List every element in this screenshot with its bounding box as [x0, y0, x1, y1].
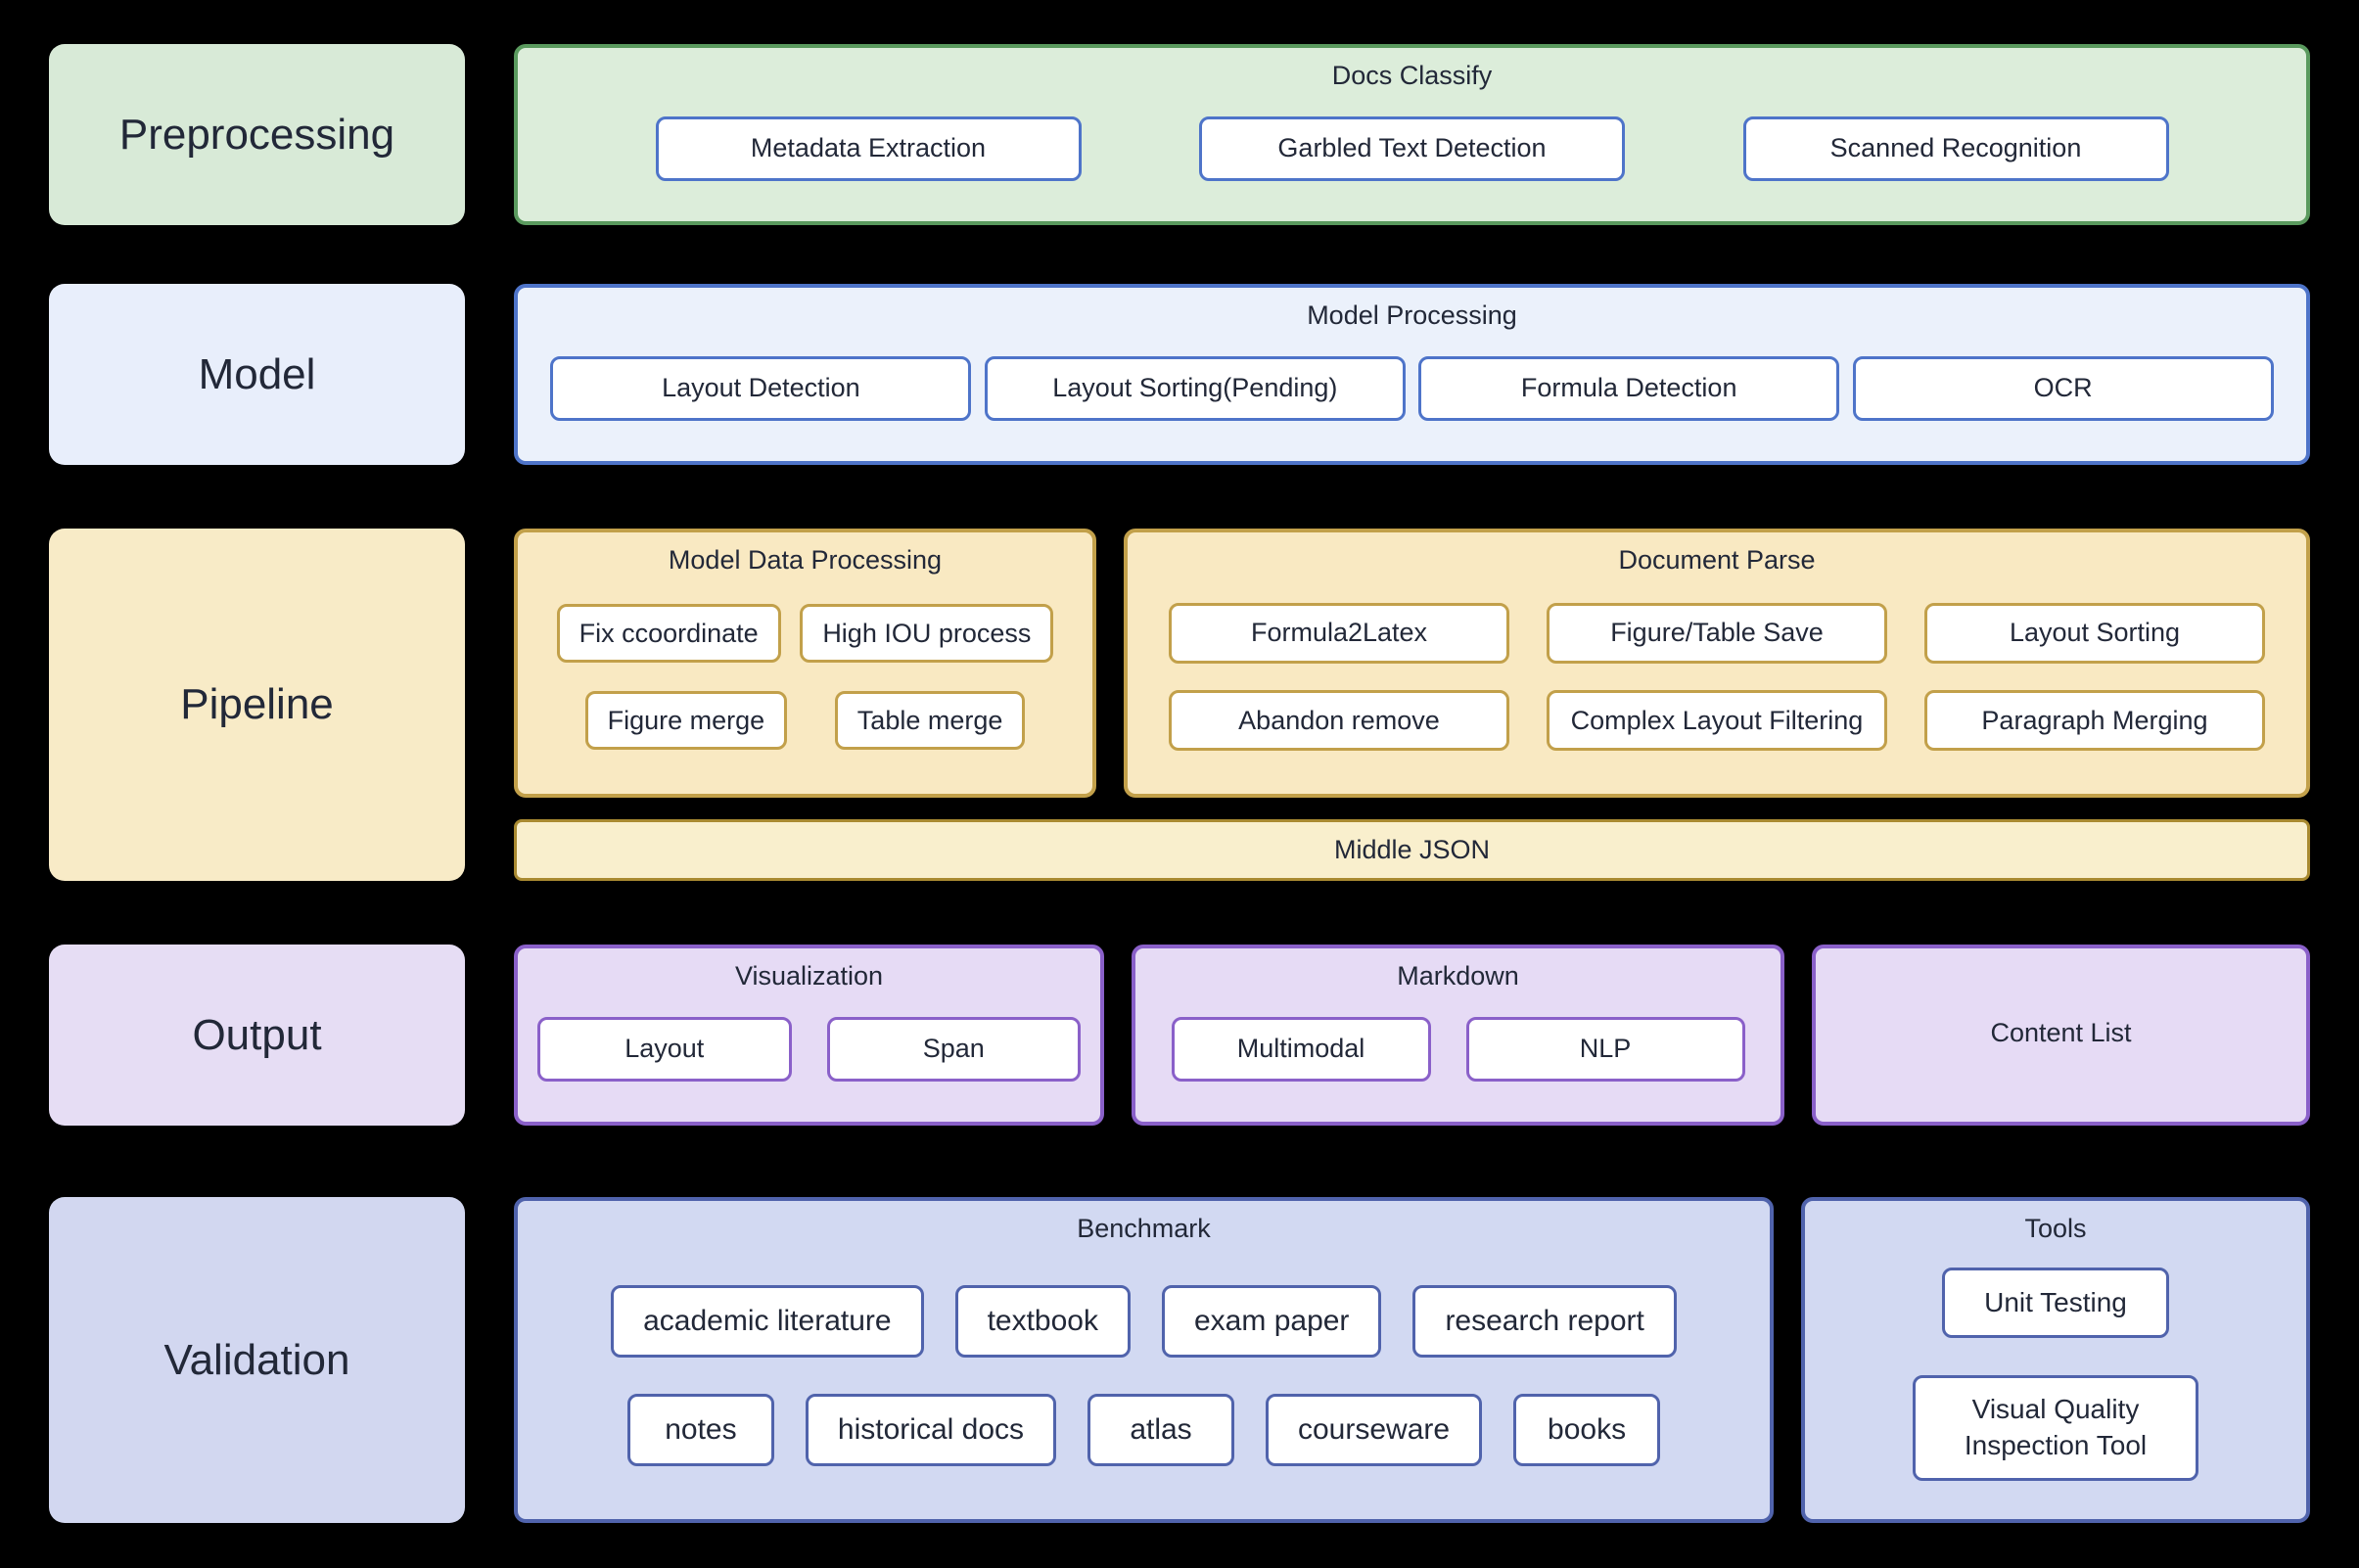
row-pipeline: Pipeline Model Data Processing Fix ccoor… — [49, 529, 2310, 881]
content-list-title: Content List — [1990, 1018, 2132, 1048]
row-label-pipeline: Pipeline — [49, 529, 465, 881]
row-preprocessing: Preprocessing Docs Classify Metadata Ext… — [49, 44, 2310, 225]
middle-json-bar: Middle JSON — [514, 819, 2310, 881]
node-high-iou-process: High IOU process — [800, 604, 1054, 664]
node-formula-detection: Formula Detection — [1418, 355, 1840, 421]
row-label-model: Model — [49, 284, 465, 465]
node-unit-testing: Unit Testing — [1942, 1267, 2169, 1338]
tools-title: Tools — [2024, 1214, 2087, 1243]
docs-classify-title: Docs Classify — [1331, 61, 1493, 90]
panel-model-processing: Model Processing Layout Detection Layout… — [514, 284, 2310, 465]
panel-markdown: Markdown Multimodal NLP — [1132, 945, 1784, 1126]
node-layout-sorting-pending: Layout Sorting(Pending) — [984, 355, 1406, 421]
node-figure-merge: Figure merge — [584, 691, 788, 751]
row-label-preprocessing: Preprocessing — [49, 44, 465, 225]
benchmark-title: Benchmark — [1077, 1214, 1211, 1243]
node-paragraph-merging: Paragraph Merging — [1924, 690, 2265, 752]
node-courseware: courseware — [1266, 1394, 1483, 1467]
node-complex-layout-filtering: Complex Layout Filtering — [1547, 690, 1887, 752]
panel-tools: Tools Unit Testing Visual Quality Inspec… — [1801, 1197, 2310, 1523]
node-fix-ccoordinate: Fix ccoordinate — [556, 604, 781, 664]
panel-docs-classify: Docs Classify Metadata Extraction Garble… — [514, 44, 2310, 225]
panel-model-data-processing: Model Data Processing Fix ccoordinate Hi… — [514, 529, 1096, 798]
panel-document-parse: Document Parse Formula2Latex Figure/Tabl… — [1124, 529, 2310, 798]
node-multimodal: Multimodal — [1171, 1016, 1431, 1082]
panel-benchmark: Benchmark academic literature textbook e… — [514, 1197, 1774, 1523]
node-nlp: NLP — [1465, 1016, 1745, 1082]
model-processing-title: Model Processing — [1307, 300, 1517, 330]
node-atlas: atlas — [1087, 1394, 1234, 1467]
document-parse-title: Document Parse — [1618, 545, 1816, 575]
node-notes: notes — [626, 1394, 774, 1467]
node-exam-paper: exam paper — [1162, 1284, 1382, 1358]
model-data-processing-title: Model Data Processing — [668, 545, 943, 575]
node-ocr: OCR — [1852, 355, 2274, 421]
node-abandon-remove: Abandon remove — [1169, 690, 1509, 752]
node-span: Span — [826, 1016, 1081, 1082]
node-metadata-extraction: Metadata Extraction — [655, 115, 1082, 181]
panel-visualization: Visualization Layout Span — [514, 945, 1104, 1126]
node-books: books — [1513, 1394, 1661, 1467]
node-historical-docs: historical docs — [805, 1394, 1056, 1467]
row-validation: Validation Benchmark academic literature… — [49, 1197, 2310, 1523]
node-textbook: textbook — [954, 1284, 1131, 1358]
node-academic-literature: academic literature — [611, 1284, 924, 1358]
node-table-merge: Table merge — [834, 691, 1026, 751]
panel-content-list: Content List — [1812, 945, 2310, 1126]
row-label-validation: Validation — [49, 1197, 465, 1523]
node-garbled-text-detection: Garbled Text Detection — [1199, 115, 1625, 181]
node-formula2latex: Formula2Latex — [1169, 602, 1509, 664]
row-label-output: Output — [49, 945, 465, 1126]
node-layout: Layout — [537, 1016, 792, 1082]
node-visual-quality-inspection-tool: Visual Quality Inspection Tool — [1913, 1374, 2198, 1481]
node-layout-sorting: Layout Sorting — [1924, 602, 2265, 664]
markdown-title: Markdown — [1397, 961, 1519, 991]
node-figure-table-save: Figure/Table Save — [1547, 602, 1887, 664]
visualization-title: Visualization — [734, 961, 884, 991]
node-research-report: research report — [1412, 1284, 1677, 1358]
node-layout-detection: Layout Detection — [550, 355, 972, 421]
node-scanned-recognition: Scanned Recognition — [1742, 115, 2169, 181]
row-output: Output Visualization Layout Span Markdow… — [49, 945, 2310, 1126]
row-model: Model Model Processing Layout Detection … — [49, 284, 2310, 465]
